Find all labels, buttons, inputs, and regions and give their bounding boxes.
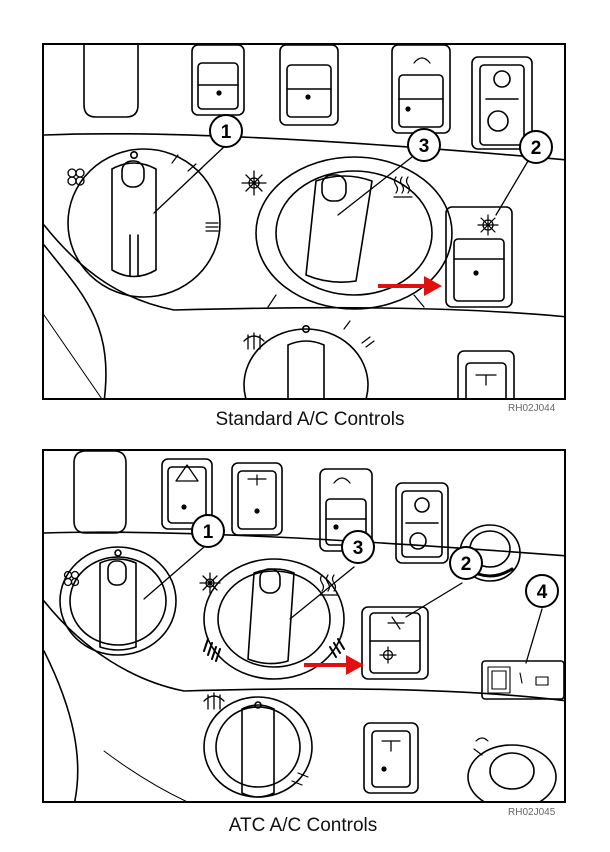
rear-switch bbox=[457, 350, 515, 398]
svg-text:1: 1 bbox=[221, 122, 232, 143]
defrost-icon bbox=[203, 692, 225, 710]
dash-contour-upper bbox=[44, 132, 564, 161]
joystick bbox=[467, 737, 557, 801]
leader-1 bbox=[153, 144, 227, 214]
callout-2: 2 bbox=[519, 130, 553, 164]
callout-3: 3 bbox=[341, 530, 375, 564]
svg-text:2: 2 bbox=[531, 138, 542, 159]
heat-icon bbox=[393, 176, 413, 198]
red-arrow bbox=[304, 655, 364, 675]
red-arrow bbox=[378, 276, 442, 296]
leader-2 bbox=[405, 582, 463, 618]
defrost-knob bbox=[243, 320, 375, 398]
leader-2 bbox=[495, 160, 529, 216]
callout-4: 4 bbox=[525, 574, 559, 608]
svg-text:3: 3 bbox=[353, 538, 364, 559]
hazard-switch bbox=[161, 458, 213, 530]
fan-speed-knob bbox=[67, 148, 221, 298]
svg-text:4: 4 bbox=[537, 582, 548, 603]
atc-ac-drawing: 1 3 2 4 bbox=[44, 451, 564, 801]
mirror-switch bbox=[471, 56, 533, 150]
rear-switch bbox=[363, 722, 419, 794]
rocker-switch-3 bbox=[319, 468, 373, 552]
svg-text:1: 1 bbox=[203, 522, 214, 543]
caption-atc: ATC A/C Controls bbox=[228, 815, 378, 836]
atc-display bbox=[481, 660, 564, 700]
rocker-switch-3 bbox=[391, 45, 451, 134]
ac-snowflake-icon bbox=[199, 572, 221, 594]
figure-ref-standard: RH02J044 bbox=[508, 403, 556, 414]
hazard-icon bbox=[175, 464, 199, 482]
leader-3 bbox=[337, 156, 413, 216]
temperature-knob bbox=[255, 156, 453, 310]
fan-speed-knob bbox=[59, 546, 177, 656]
leader-3 bbox=[289, 566, 355, 620]
callout-1: 1 bbox=[209, 114, 243, 148]
dash-contour-lower bbox=[44, 244, 107, 398]
leader-1 bbox=[143, 546, 205, 600]
dash-contour-upper bbox=[44, 531, 564, 557]
mirror-switch bbox=[395, 482, 449, 564]
leader-4 bbox=[525, 608, 543, 664]
dash-contour-mid bbox=[44, 224, 564, 318]
rocker-switch-2 bbox=[231, 462, 283, 536]
defrost-icon bbox=[243, 332, 265, 350]
heat-icon bbox=[319, 574, 339, 596]
atc-ac-diagram: 1 3 2 4 bbox=[42, 449, 566, 803]
callout-3: 3 bbox=[407, 128, 441, 162]
fan-icon bbox=[67, 168, 85, 186]
callout-1: 1 bbox=[191, 514, 225, 548]
standard-ac-diagram: 1 3 2 bbox=[42, 43, 566, 400]
ac-button bbox=[361, 606, 429, 680]
callout-2: 2 bbox=[449, 546, 483, 580]
rocker-switch-1 bbox=[191, 45, 245, 116]
ac-snowflake-icon bbox=[241, 170, 267, 196]
standard-ac-drawing: 1 3 2 bbox=[44, 45, 564, 398]
rocker-switch-2 bbox=[279, 45, 339, 126]
temperature-knob bbox=[203, 558, 345, 680]
blank-switch bbox=[73, 451, 127, 534]
defrost-knob bbox=[203, 696, 313, 798]
figure-ref-atc: RH02J045 bbox=[508, 807, 556, 818]
ac-button bbox=[445, 206, 513, 308]
svg-text:2: 2 bbox=[461, 554, 472, 575]
svg-text:3: 3 bbox=[419, 136, 430, 157]
caption-standard: Standard A/C Controls bbox=[215, 409, 405, 430]
blank-switch bbox=[83, 45, 139, 118]
fan-icon bbox=[63, 570, 80, 587]
